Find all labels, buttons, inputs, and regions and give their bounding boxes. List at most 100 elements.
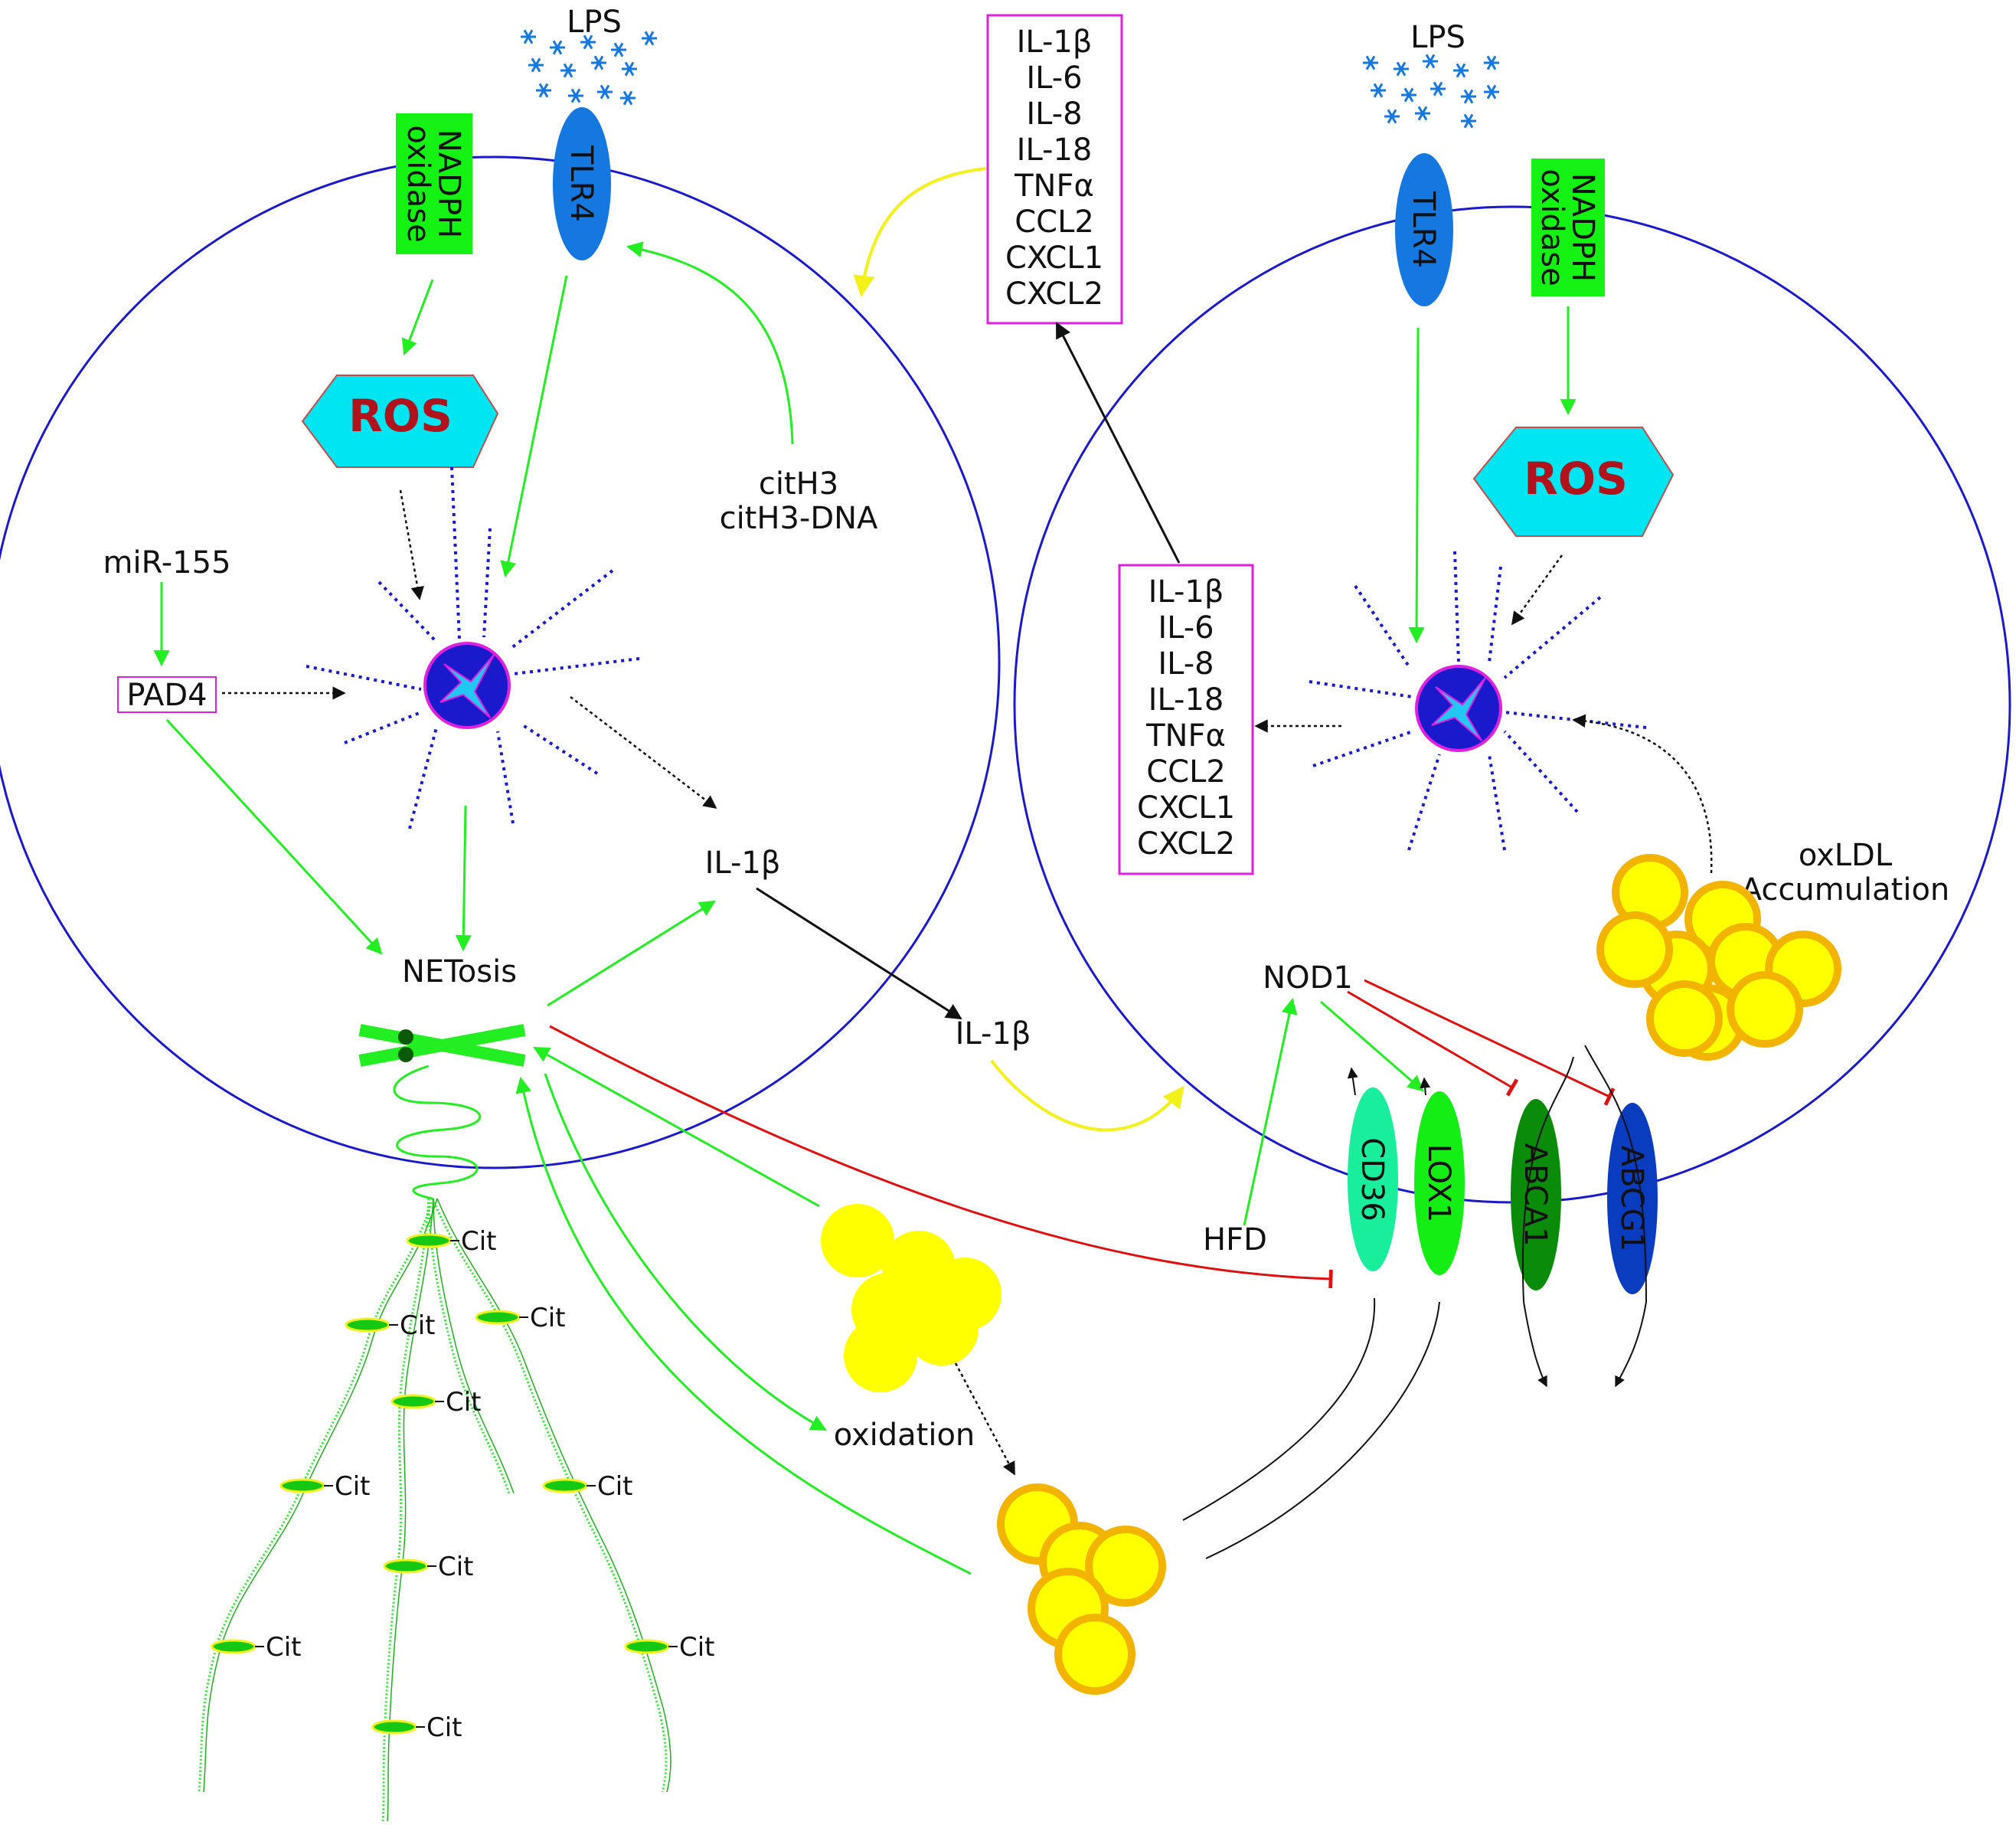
neutrophil-nucleus-right	[1309, 551, 1647, 851]
chromosome	[358, 1024, 526, 1067]
lipid-particle	[905, 1292, 979, 1365]
lipid-particle	[1054, 1614, 1135, 1695]
oxidation-label: oxidation	[834, 1418, 975, 1453]
il1b-extracellular-label: IL-1β	[956, 1016, 1031, 1052]
lipid-particle	[1646, 980, 1723, 1057]
svg-text:CD36: CD36	[1354, 1137, 1390, 1222]
chromatin-ray	[450, 466, 461, 640]
chromatin-ray	[510, 569, 614, 649]
svg-text:PAD4: PAD4	[126, 678, 207, 713]
cit-mark: Cit	[279, 1471, 371, 1502]
lps-star	[1363, 55, 1378, 70]
lps-star	[1371, 83, 1386, 98]
lps-cluster-right	[1363, 54, 1499, 129]
lipid-particle	[821, 1204, 894, 1277]
lipid-particle	[1596, 911, 1673, 988]
cit-mark: Cit	[390, 1387, 482, 1418]
cit-mark: Cit	[406, 1226, 497, 1257]
lps-star	[560, 63, 576, 78]
lps-star	[620, 90, 636, 106]
lipid-particle	[1085, 1526, 1166, 1607]
chromatin-ray	[1312, 730, 1413, 767]
lps-star	[1430, 81, 1446, 96]
cit-mark: Cit	[383, 1552, 474, 1582]
cit-label: Cit	[438, 1552, 474, 1582]
dna-strand	[436, 1198, 671, 1793]
nod1-label: NOD1	[1263, 960, 1353, 996]
lps-star	[528, 57, 544, 73]
lps-star	[580, 34, 596, 50]
lps-star	[1394, 61, 1409, 77]
svg-text:ROS: ROS	[348, 390, 453, 442]
svg-text:NADPH: NADPH	[1565, 173, 1600, 282]
accumulation-label: Accumulation	[1741, 872, 1950, 908]
cit-label: Cit	[679, 1632, 715, 1663]
chromatin-ray	[408, 727, 438, 829]
lps-star	[1484, 55, 1499, 70]
lps-cluster-left	[521, 29, 657, 106]
lipid-particle	[844, 1319, 917, 1392]
abcg1-receptor: ABCG1	[1607, 1103, 1658, 1294]
lps-star	[1415, 106, 1430, 121]
cit-label: Cit	[530, 1303, 566, 1333]
oxldl-label: oxLDL	[1799, 838, 1893, 873]
svg-text:oxidase: oxidase	[400, 125, 436, 242]
lps-star	[568, 88, 583, 103]
svg-text:TLR4: TLR4	[564, 145, 599, 222]
svg-text:TNFα: TNFα	[1145, 718, 1226, 754]
lps-star	[550, 40, 565, 55]
cit-label: Cit	[426, 1712, 462, 1743]
svg-text:IL-18: IL-18	[1017, 132, 1093, 168]
il1b-intracellular-label: IL-1β	[705, 845, 781, 881]
svg-text:ABCA1: ABCA1	[1518, 1143, 1553, 1247]
lps-star	[1461, 89, 1476, 104]
chromatin-ray	[1488, 754, 1506, 851]
svg-text:LOX1: LOX1	[1421, 1144, 1456, 1223]
lps-star	[642, 31, 657, 46]
chromatin-ray	[1407, 754, 1441, 851]
cith3-dna-label: citH3-DNA	[720, 501, 878, 536]
cit-mark: Cit	[542, 1471, 633, 1502]
chromatin-ray	[496, 731, 515, 824]
black-arrows	[756, 322, 1181, 1020]
chromatin-ray	[377, 581, 438, 643]
chromatin-ray	[1503, 596, 1602, 679]
dotted-arrows	[222, 489, 1713, 1476]
cit-mark: Cit	[345, 1310, 436, 1341]
lps-star	[1453, 63, 1469, 78]
svg-text:CXCL1: CXCL1	[1005, 240, 1103, 276]
lox1-receptor: LOX1	[1414, 1091, 1465, 1275]
lps-star	[1461, 113, 1476, 129]
chromatin-ray	[1504, 711, 1647, 729]
cit-mark: Cit	[371, 1712, 462, 1743]
dna-strand	[203, 1198, 438, 1793]
ldl-cluster	[821, 1204, 1001, 1392]
lps-star	[622, 61, 637, 77]
svg-text:IL-1β: IL-1β	[1148, 574, 1224, 610]
abca1-receptor: ABCA1	[1511, 1099, 1561, 1290]
hfd-label: HFD	[1203, 1222, 1267, 1258]
cit-label: Cit	[446, 1387, 482, 1418]
cytokine-box-inner: IL-1β IL-6 IL-8 IL-18 TNFα CCL2 CXCL1 CX…	[1118, 564, 1254, 875]
chromatin-ray	[1503, 730, 1579, 813]
chromatin-ray	[1309, 680, 1413, 698]
chromatin-ray	[1453, 551, 1460, 663]
svg-text:IL-18: IL-18	[1148, 682, 1224, 718]
neutrophil-nucleus-left	[306, 466, 640, 829]
uptake-efflux-curves	[1182, 1045, 1648, 1559]
chromatin-ray	[1488, 566, 1502, 663]
svg-text:IL-1β: IL-1β	[1017, 25, 1093, 60]
pad4-box: PAD4	[117, 676, 217, 713]
cith3-label: citH3	[759, 466, 838, 502]
chromatin-ray	[1354, 584, 1410, 668]
svg-text:IL-6: IL-6	[1026, 61, 1082, 96]
netosis-label: NETosis	[402, 954, 517, 989]
nadph-oxidase-right: NADPH oxidase	[1531, 159, 1605, 296]
lps-star	[1484, 84, 1499, 100]
svg-text:CXCL2: CXCL2	[1005, 276, 1103, 312]
svg-text:ABCG1: ABCG1	[1614, 1146, 1649, 1251]
dna-strand	[381, 1198, 430, 1822]
